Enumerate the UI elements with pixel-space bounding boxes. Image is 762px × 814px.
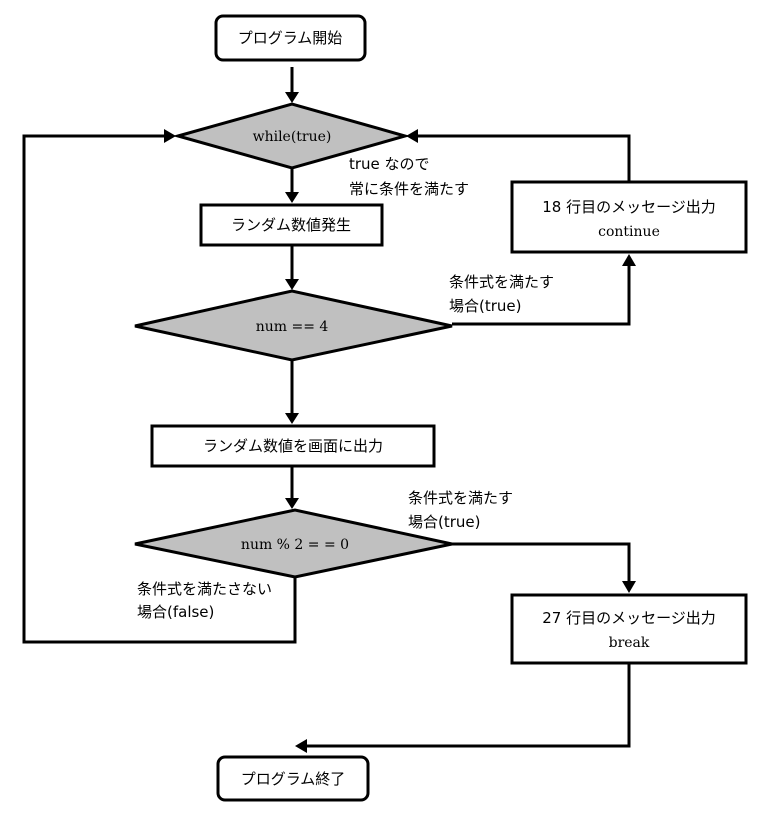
print-label: ランダム数値を画面に出力 (203, 437, 383, 455)
arrowhead-continue-to-loop (406, 129, 418, 143)
break-node: 27 行目のメッセージ出力 break (510, 593, 748, 665)
arrowhead-break-to-end (295, 739, 307, 753)
arrowhead-print-to-cond2 (285, 498, 299, 509)
arrow-cond2-true-to-break (452, 542, 631, 582)
loop-decision: while(true) (172, 102, 411, 170)
arrow-cond2-false-to-loop (22, 134, 297, 644)
connectors (22, 67, 636, 753)
break-line2: break (609, 635, 650, 651)
continue-line1: 18 行目のメッセージ出力 (542, 198, 716, 216)
random-label: ランダム数値発生 (231, 216, 351, 234)
cond1-decision: num == 4 (134, 289, 453, 362)
cond2-false-line2: 場合(false) (137, 603, 214, 621)
end-label: プログラム終了 (241, 770, 346, 788)
start-node: プログラム開始 (214, 14, 367, 62)
arrowhead-cond2-false (164, 129, 176, 143)
cond2-decision: num % 2 = = 0 (134, 508, 453, 579)
cond2-true-line2: 場合(true) (408, 513, 481, 531)
start-label: プログラム開始 (238, 29, 343, 47)
arrowhead-random-to-cond1 (285, 279, 299, 290)
arrowhead-cond1-true (622, 254, 636, 266)
loop-label: while(true) (253, 129, 332, 145)
end-node: プログラム終了 (216, 755, 370, 802)
print-node: ランダム数値を画面に出力 (150, 424, 436, 468)
cond2-true-line1: 条件式を満たす (408, 489, 513, 507)
arrow-break-to-end (306, 664, 631, 748)
arrowhead-loop-to-random (285, 192, 299, 203)
cond1-label: num == 4 (256, 319, 329, 335)
loop-note-line2: 常に条件を満たす (349, 180, 469, 198)
continue-node: 18 行目のメッセージ出力 continue (510, 180, 748, 254)
arrowhead-start-to-loop (285, 92, 299, 103)
arrow-continue-to-loop (417, 134, 631, 181)
arrowhead-cond1-to-print (285, 413, 299, 424)
random-node: ランダム数値発生 (199, 203, 384, 247)
annotations: true なので 常に条件を満たす 条件式を満たす 場合(true) 条件式を満… (137, 155, 554, 621)
cond1-true-line1: 条件式を満たす (449, 273, 554, 291)
cond1-true-line2: 場合(true) (449, 297, 522, 315)
continue-line2: continue (598, 224, 660, 240)
arrowhead-cond2-true (622, 581, 636, 593)
arrow-cond1-true-to-continue (452, 265, 631, 326)
cond2-label: num % 2 = = 0 (241, 537, 349, 553)
cond2-false-line1: 条件式を満たさない (137, 580, 272, 598)
break-line1: 27 行目のメッセージ出力 (542, 609, 716, 627)
loop-note-line1: true なので (349, 155, 430, 173)
